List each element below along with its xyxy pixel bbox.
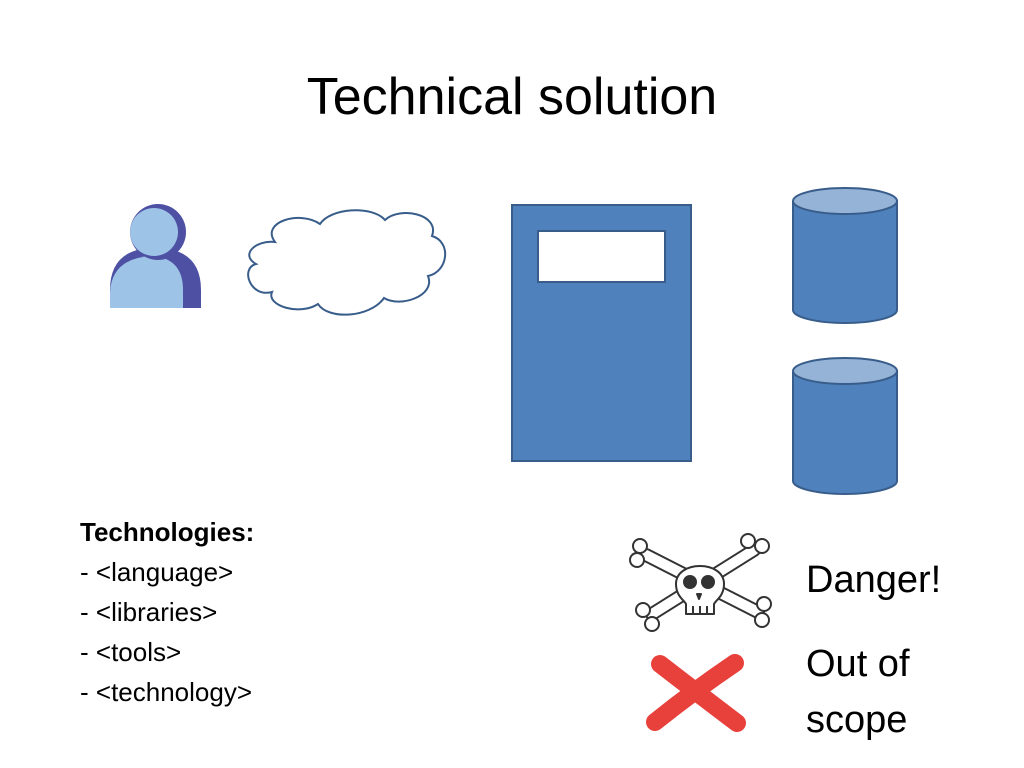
skull-crossbones-icon bbox=[629, 533, 772, 632]
technology-item: - <tools> bbox=[80, 637, 182, 667]
technology-item: - <technology> bbox=[80, 677, 253, 707]
cloud-icon bbox=[247, 209, 447, 316]
database-icon bbox=[792, 357, 898, 495]
database-icon bbox=[792, 187, 898, 324]
technologies-block: Technologies: - <language> - <libraries>… bbox=[80, 512, 400, 712]
out-of-scope-label-line2: scope bbox=[806, 699, 908, 741]
technologies-heading: Technologies: bbox=[80, 517, 255, 547]
out-of-scope-label: Out of scope bbox=[806, 636, 1006, 748]
red-x-icon bbox=[646, 654, 746, 732]
user-icon bbox=[110, 204, 201, 308]
technology-item: - <libraries> bbox=[80, 597, 218, 627]
application-window-icon bbox=[511, 204, 692, 462]
out-of-scope-label-line1: Out of bbox=[806, 643, 910, 685]
technology-item: - <language> bbox=[80, 557, 234, 587]
slide-title: Technical solution bbox=[306, 68, 718, 126]
danger-label: Danger! bbox=[806, 559, 942, 601]
